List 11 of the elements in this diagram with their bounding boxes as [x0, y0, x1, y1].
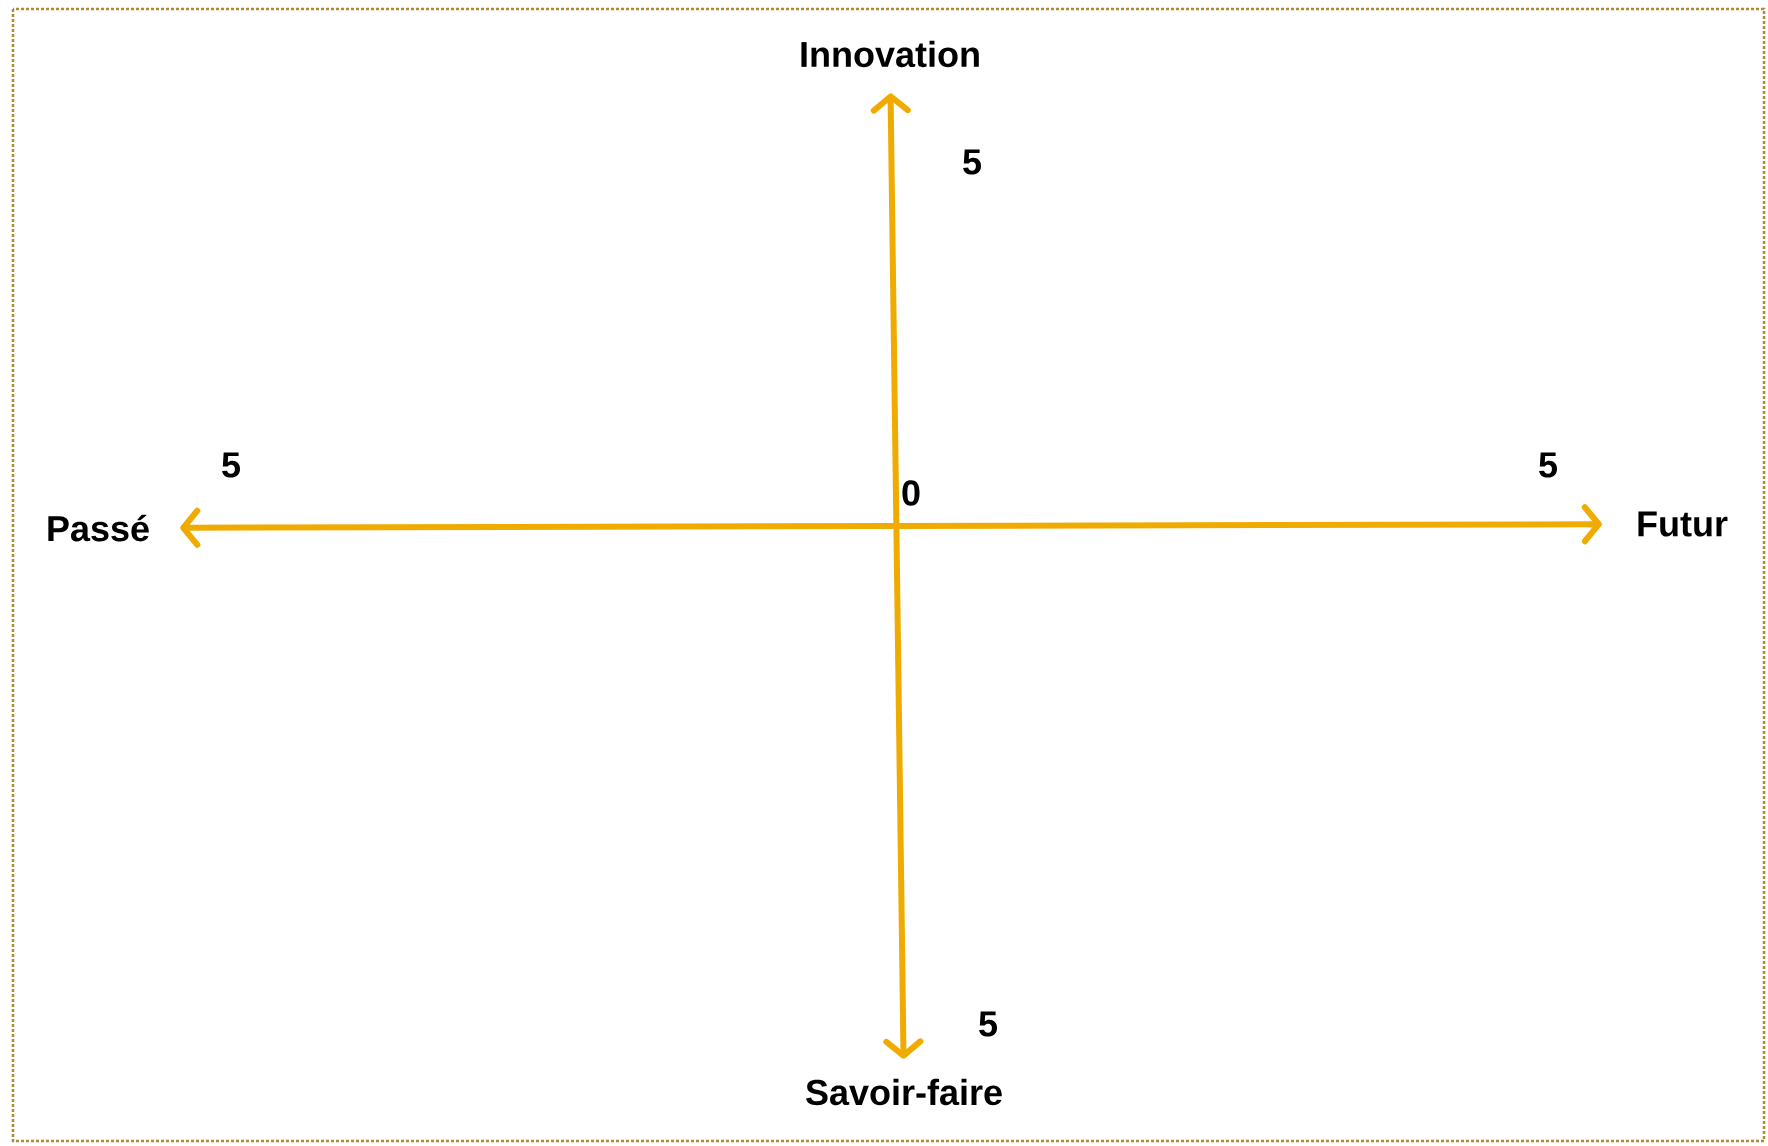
- axis-arrow: [180, 504, 1602, 548]
- axis-arrow: [870, 93, 924, 1059]
- scale-number: 5: [963, 149, 981, 175]
- axis-label: Innovation: [801, 40, 979, 68]
- scale-number: 5: [979, 1011, 997, 1037]
- axis-label: Futur: [1638, 511, 1728, 537]
- axis-label: Passé: [48, 514, 149, 542]
- scale-number: 5: [222, 452, 240, 478]
- scale-number: 5: [1539, 452, 1557, 478]
- scale-number: 0: [902, 480, 920, 506]
- axis-label: Savoir-faire: [806, 1078, 1002, 1106]
